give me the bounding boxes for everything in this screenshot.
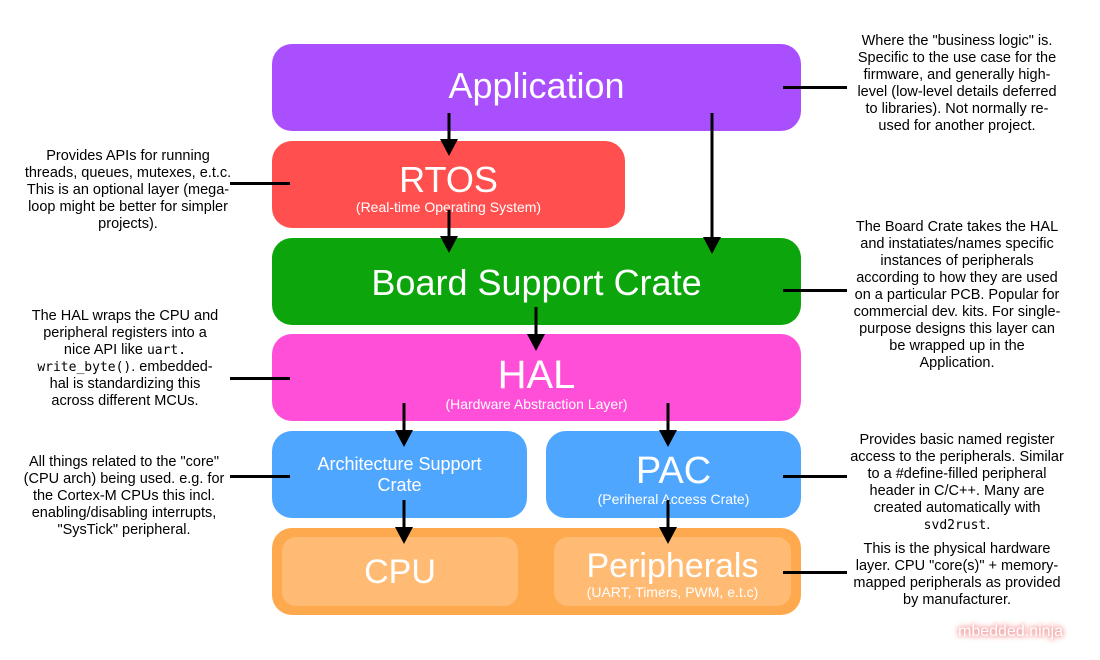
arrowhead-arch-to-cpu	[395, 527, 413, 544]
note-bsc: The Board Crate takes the HAL and instat…	[853, 219, 1061, 371]
peripherals-title: Peripherals	[586, 546, 759, 585]
leader-arch	[230, 475, 290, 478]
arrowhead-bsc-to-hal	[527, 334, 545, 351]
cpu-title: CPU	[364, 552, 436, 591]
arch-title-line1: Architecture Support	[317, 454, 482, 474]
note-arch: All things related to the "core" (CPU ar…	[23, 454, 225, 538]
pac-layer: PAC (Periheral Access Crate)	[546, 431, 801, 518]
note-pac-text1: Provides basic named register access to …	[850, 432, 1064, 516]
architecture-support-crate-layer: Architecture Support Crate	[272, 431, 527, 518]
arch-title-line2: Crate	[377, 475, 422, 495]
hal-title: HAL	[497, 352, 576, 397]
peripherals-subtitle: (UART, Timers, PWM, e.t.c)	[586, 583, 759, 600]
note-pac-text2: .	[986, 517, 991, 533]
application-layer: Application	[272, 44, 801, 131]
note-pac-code: svd2rust	[923, 518, 987, 533]
arrowhead-pac-to-peripherals	[659, 527, 677, 544]
note-hal: The HAL wraps the CPU and peripheral reg…	[30, 308, 220, 410]
leader-rtos	[230, 182, 290, 185]
rtos-title: RTOS	[399, 158, 498, 200]
hal-subtitle: (Hardware Abstraction Layer)	[445, 395, 628, 412]
pac-subtitle: (Periheral Access Crate)	[597, 490, 750, 507]
note-hal-text1: The HAL wraps the CPU and peripheral reg…	[31, 308, 219, 358]
note-rtos: Provides APIs for running threads, queue…	[24, 148, 232, 232]
arrowhead-hal-to-pac	[659, 430, 677, 447]
leader-bsc	[783, 289, 847, 292]
application-title: Application	[448, 64, 625, 106]
bsc-title: Board Support Crate	[371, 261, 702, 303]
note-hal-text2: . embedded-hal is standardizing this acr…	[49, 359, 213, 409]
rtos-layer: RTOS (Real-time Operating System)	[272, 141, 625, 228]
arrowhead-application-to-rtos	[440, 139, 458, 156]
rtos-subtitle: (Real-time Operating System)	[355, 198, 542, 215]
pac-title: PAC	[635, 449, 712, 492]
arrowhead-rtos-to-bsc	[440, 236, 458, 253]
note-pac: Provides basic named register access to …	[845, 432, 1069, 534]
peripherals-block: Peripherals (UART, Timers, PWM, e.t.c)	[554, 537, 791, 606]
arrowhead-application-to-bsc	[703, 237, 721, 254]
note-application: Where the "business logic" is. Specific …	[857, 33, 1057, 134]
arrowhead-hal-to-arch	[395, 430, 413, 447]
leader-hardware	[783, 571, 847, 574]
note-hardware: This is the physical hardware layer. CPU…	[853, 541, 1061, 608]
watermark: mbedded.ninja	[958, 623, 1063, 640]
leader-hal	[230, 377, 290, 380]
leader-pac	[783, 475, 847, 478]
leader-application	[783, 86, 847, 89]
cpu-block: CPU	[282, 537, 518, 606]
note-hal-code: uart. write_byte()	[37, 343, 187, 375]
